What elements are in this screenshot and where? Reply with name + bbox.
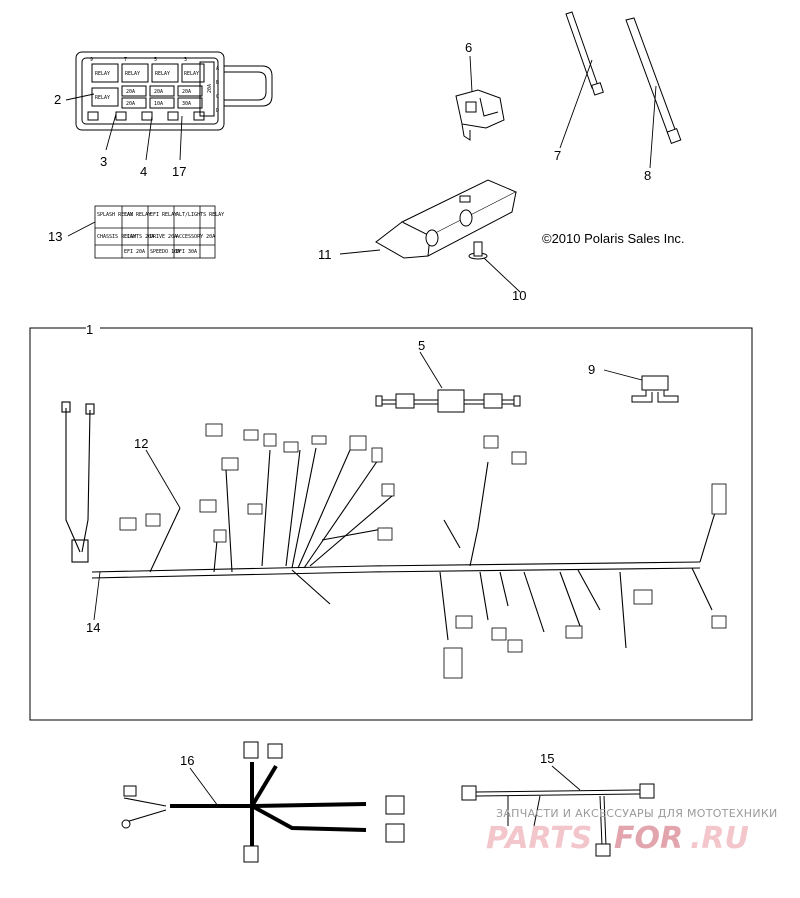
relay-label: RELAY	[155, 71, 170, 77]
fuse-box-top-label: 9	[90, 57, 93, 63]
fuse-decal-text: SPLASH RELAY FAN RELAY EFI RELAY ALT/LIG…	[97, 212, 224, 255]
fuse-rating: 20A	[126, 101, 135, 107]
mounting-bracket	[375, 179, 518, 259]
fuse-rating: 20A	[182, 89, 191, 95]
fuse-rating: 20A	[207, 84, 213, 93]
callout-14: 14	[86, 620, 100, 635]
fuse-box-side-label: B	[216, 80, 219, 86]
fuse-rating: 20A	[154, 89, 163, 95]
relay-label: RELAY	[184, 71, 199, 77]
decal-cell: ACCESSORY 20A	[176, 234, 215, 240]
callout-7: 7	[554, 148, 561, 163]
callout-11: 11	[318, 247, 332, 262]
copyright-text: ©2010 Polaris Sales Inc.	[542, 231, 685, 246]
fuse-rating: 10A	[154, 101, 163, 107]
callout-9: 9	[588, 362, 595, 377]
callout-16: 16	[180, 753, 194, 768]
harness-16	[121, 741, 405, 863]
callout-2: 2	[54, 92, 61, 107]
callout-6: 6	[465, 40, 472, 55]
sub-harness-5	[375, 389, 521, 413]
harness-connectors	[119, 423, 727, 679]
fuse-box-side-label: A	[216, 66, 219, 72]
callout-5: 5	[418, 338, 425, 353]
watermark-brand-for: FOR	[614, 821, 683, 856]
callout-12: 12	[134, 436, 148, 451]
watermark: ЗАПЧАСТИ И АКСЕССУАРЫ ДЛЯ МОТОТЕХНИКИ PA…	[486, 807, 778, 856]
watermark-tagline: ЗАПЧАСТИ И АКСЕССУАРЫ ДЛЯ МОТОТЕХНИКИ	[496, 807, 778, 820]
relay-label: RELAY	[125, 71, 140, 77]
decal-cell: SPLASH RELAY	[97, 212, 133, 218]
fuse-decal	[94, 205, 216, 259]
connector-part	[455, 89, 505, 141]
callout-3: 3	[100, 154, 107, 169]
fuse-box-side-label: C	[216, 94, 219, 100]
fuse-rating: 20A	[126, 89, 135, 95]
harness-15	[461, 783, 655, 857]
fuse-box	[75, 51, 273, 131]
decal-cell: CHASSIS RELAY	[97, 234, 136, 240]
relay-label: RELAY	[95, 71, 110, 77]
decal-cell: DRIVE 20A	[150, 234, 177, 240]
callout-15: 15	[540, 751, 554, 766]
decal-cell: FAN RELAY	[124, 212, 151, 218]
fuse-box-side-label: D	[216, 108, 219, 114]
leader-lines	[65, 55, 657, 807]
callout-8: 8	[644, 168, 651, 183]
watermark-brand-parts: PARTS	[486, 821, 592, 856]
callout-13: 13	[48, 229, 62, 244]
callout-4: 4	[140, 164, 147, 179]
watermark-brand-ru: .RU	[690, 821, 749, 856]
callout-numbers: 1 2 3 4 5 6 7 8 9 10 11 12 13 14 15 16 1…	[48, 40, 651, 768]
fuse-box-top-label: 3	[184, 57, 187, 63]
fuse-box-labels: 9 7 5 3 A B C D RELAY RELAY RELAY RELAY …	[90, 57, 219, 114]
relay-label: RELAY	[95, 95, 110, 101]
cable-tie-long	[625, 17, 682, 144]
callout-10: 10	[512, 288, 526, 303]
decal-cell: EFI RELAY	[150, 212, 177, 218]
fuse-box-top-label: 5	[154, 57, 157, 63]
decal-cell: EFI 30A	[176, 249, 197, 255]
decal-cell: EFI 20A	[124, 249, 145, 255]
cable-tie-short	[565, 11, 604, 96]
callout-1: 1	[86, 322, 93, 337]
main-harness	[61, 401, 721, 649]
main-harness-frame	[29, 327, 753, 721]
fuse-box-top-label: 7	[124, 57, 127, 63]
decal-cell: SPEEDO 10A	[150, 249, 180, 255]
decal-cell: LIGHTS 20A	[124, 234, 154, 240]
fuse-rating: 30A	[182, 101, 191, 107]
decal-cell: ALT/LIGHTS RELAY	[176, 212, 224, 218]
callout-17: 17	[172, 164, 186, 179]
part-9	[631, 375, 679, 403]
push-rivet	[468, 241, 488, 260]
